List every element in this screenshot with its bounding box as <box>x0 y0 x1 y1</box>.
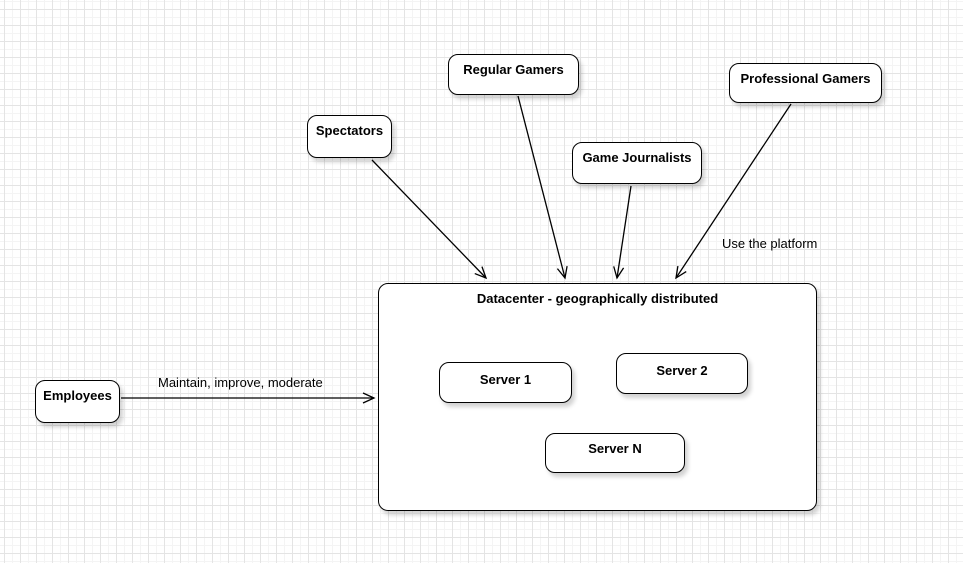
edge-spectators-to-datacenter[interactable] <box>371 159 488 280</box>
node-regular-gamers[interactable]: Regular Gamers <box>448 54 579 95</box>
node-employees-label: Employees <box>43 388 112 403</box>
edge-label-use-the-platform[interactable]: Use the platform <box>722 236 818 251</box>
node-professional-gamers-label: Professional Gamers <box>740 71 871 86</box>
edge-game-journalists-to-datacenter[interactable] <box>613 185 632 280</box>
edge-regular-gamers-to-datacenter[interactable] <box>517 95 568 280</box>
node-professional-gamers[interactable]: Professional Gamers <box>729 63 882 103</box>
node-server-1[interactable]: Server 1 <box>439 362 572 403</box>
node-spectators-label: Spectators <box>315 123 384 138</box>
node-server-n[interactable]: Server N <box>545 433 685 473</box>
node-server-1-label: Server 1 <box>479 372 532 387</box>
node-server-2-label: Server 2 <box>656 363 708 378</box>
node-server-2[interactable]: Server 2 <box>616 353 748 394</box>
node-datacenter-label: Datacenter - geographically distributed <box>476 291 719 306</box>
node-regular-gamers-label: Regular Gamers <box>463 62 564 77</box>
node-game-journalists-label: Game Journalists <box>582 150 692 165</box>
node-employees[interactable]: Employees <box>35 380 120 423</box>
node-server-n-label: Server N <box>588 441 642 456</box>
edge-professional-gamers-to-datacenter[interactable] <box>675 103 792 280</box>
node-spectators[interactable]: Spectators <box>307 115 392 158</box>
node-game-journalists[interactable]: Game Journalists <box>572 142 702 184</box>
edge-label-maintain-improve-moderate[interactable]: Maintain, improve, moderate <box>158 375 323 390</box>
